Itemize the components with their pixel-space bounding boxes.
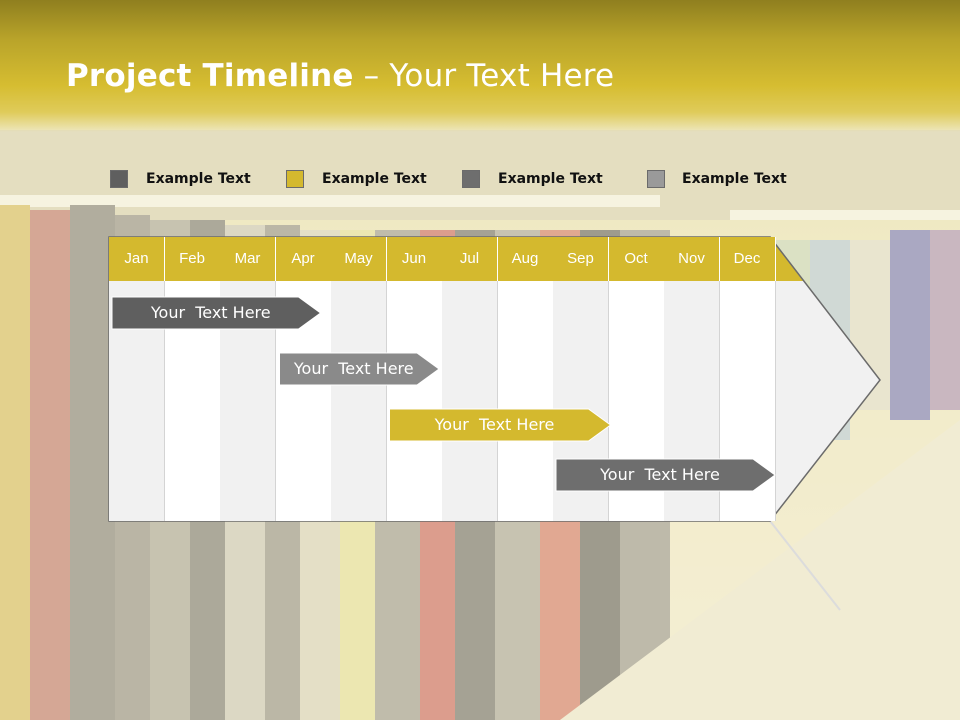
legend-label: Example Text [682, 171, 787, 187]
month-header-nov: Nov [664, 237, 720, 281]
month-header-dec: Dec [719, 237, 776, 281]
month-header-feb: Feb [164, 237, 221, 281]
arrow-outline [769, 236, 881, 522]
legend-swatch [462, 170, 480, 188]
month-header-jan: Jan [109, 237, 165, 281]
legend-swatch [110, 170, 128, 188]
legend-label: Example Text [322, 171, 427, 187]
task-label: Your Text Here [150, 303, 271, 322]
task-label: Your Text Here [293, 359, 414, 378]
month-header-aug: Aug [497, 237, 554, 281]
arrow-head [770, 281, 880, 521]
legend-swatch [286, 170, 304, 188]
task-bar [111, 296, 322, 330]
month-header-sep: Sep [553, 237, 609, 281]
task-bar [389, 408, 612, 442]
task-label: Your Text Here [434, 415, 555, 434]
page-title: Project Timeline – Your Text Here [66, 58, 614, 94]
task-label: Your Text Here [600, 465, 720, 484]
legend-swatch [647, 170, 665, 188]
month-header-mar: Mar [220, 237, 276, 281]
month-header-jul: Jul [442, 237, 498, 281]
header-bar [0, 0, 960, 132]
month-column [386, 281, 443, 521]
title-bold: Project Timeline [66, 58, 354, 94]
month-column [331, 281, 387, 521]
task-bar [279, 352, 440, 386]
legend-label: Example Text [146, 171, 251, 187]
task-bar [555, 458, 776, 492]
month-column [442, 281, 498, 521]
month-header-jun: Jun [386, 237, 443, 281]
title-rest: – Your Text Here [353, 58, 615, 94]
month-header-oct: Oct [608, 237, 665, 281]
arrow-reflection [769, 520, 841, 611]
legend-label: Example Text [498, 171, 603, 187]
month-header-apr: Apr [275, 237, 332, 281]
